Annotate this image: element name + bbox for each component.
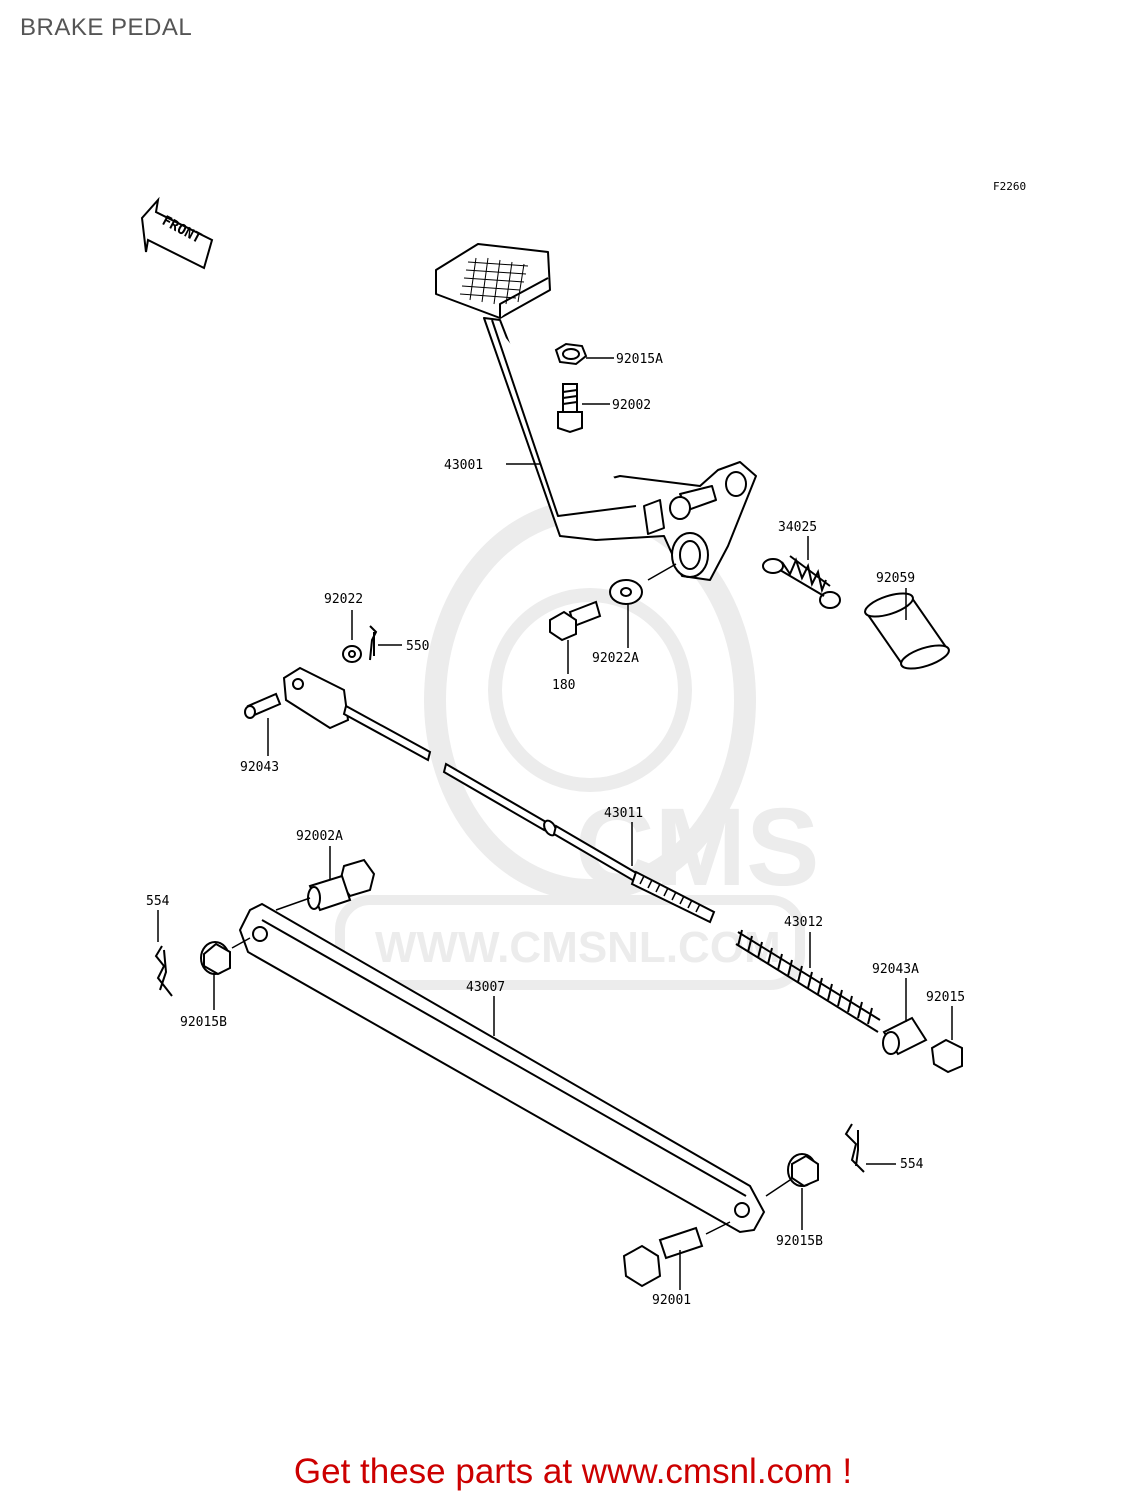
bolt-92002 — [557, 383, 583, 434]
nut-92015B-left — [200, 941, 231, 976]
part-label-43011: 43011 — [604, 806, 643, 821]
clip-554-left — [154, 945, 173, 997]
bolt-92002A — [307, 858, 376, 912]
clip-554-right — [844, 1123, 865, 1173]
page-title: BRAKE PEDAL — [20, 14, 193, 41]
nut-92015B-right — [787, 1153, 819, 1188]
part-label-554-left: 554 — [146, 894, 170, 909]
part-label-43001: 43001 — [444, 458, 483, 473]
part-label-92015: 92015 — [926, 990, 965, 1005]
part-label-554-right: 554 — [900, 1157, 924, 1172]
footer-link[interactable]: Get these parts at www.cmsnl.com ! — [293, 1452, 853, 1491]
part-label-92015A: 92015A — [616, 352, 663, 367]
bolt-92001 — [622, 1226, 704, 1288]
spring-43012 — [735, 929, 881, 1033]
part-label-43012: 43012 — [784, 915, 823, 930]
part-label-92015B-right: 92015B — [776, 1234, 823, 1249]
part-label-180: 180 — [552, 678, 575, 693]
figure-code: F2260 — [993, 180, 1026, 193]
part-labels: 92015A 92002 43001 34025 92059 92022 550… — [146, 352, 965, 1308]
rod-43007 — [238, 902, 766, 1234]
part-label-92022A: 92022A — [592, 651, 639, 666]
part-label-92022: 92022 — [324, 592, 363, 607]
part-label-92015B-left: 92015B — [180, 1015, 227, 1030]
part-label-34025: 34025 — [778, 520, 817, 535]
nut-92015 — [930, 1038, 963, 1074]
joint-92043A — [882, 1016, 928, 1056]
front-arrow-icon: FRONT — [140, 196, 214, 270]
watermark-logo: CMS WWW.CMSNL.COM — [335, 499, 819, 990]
washer-92022A — [609, 579, 643, 605]
brake-pedal-43001 — [435, 243, 757, 581]
collar-92059 — [864, 592, 950, 670]
part-label-550: 550 — [406, 639, 429, 654]
cotter-pin-550 — [369, 625, 378, 661]
part-label-92001: 92001 — [652, 1293, 691, 1308]
nut-92015A — [554, 342, 588, 366]
rod-43011 — [282, 666, 716, 924]
watermark-url: WWW.CMSNL.COM — [375, 923, 781, 972]
part-label-92002: 92002 — [612, 398, 651, 413]
bolt-180 — [549, 600, 602, 642]
spring-34025 — [762, 555, 841, 609]
part-label-92002A: 92002A — [296, 829, 343, 844]
part-label-92059: 92059 — [876, 571, 915, 586]
part-label-92043A: 92043A — [872, 962, 919, 977]
washer-92022 — [342, 645, 362, 663]
pin-92043 — [244, 692, 282, 719]
part-label-92043: 92043 — [240, 760, 279, 775]
watermark-brand: CMS — [575, 786, 819, 909]
leader-lines — [157, 357, 953, 1290]
part-label-43007: 43007 — [466, 980, 505, 995]
